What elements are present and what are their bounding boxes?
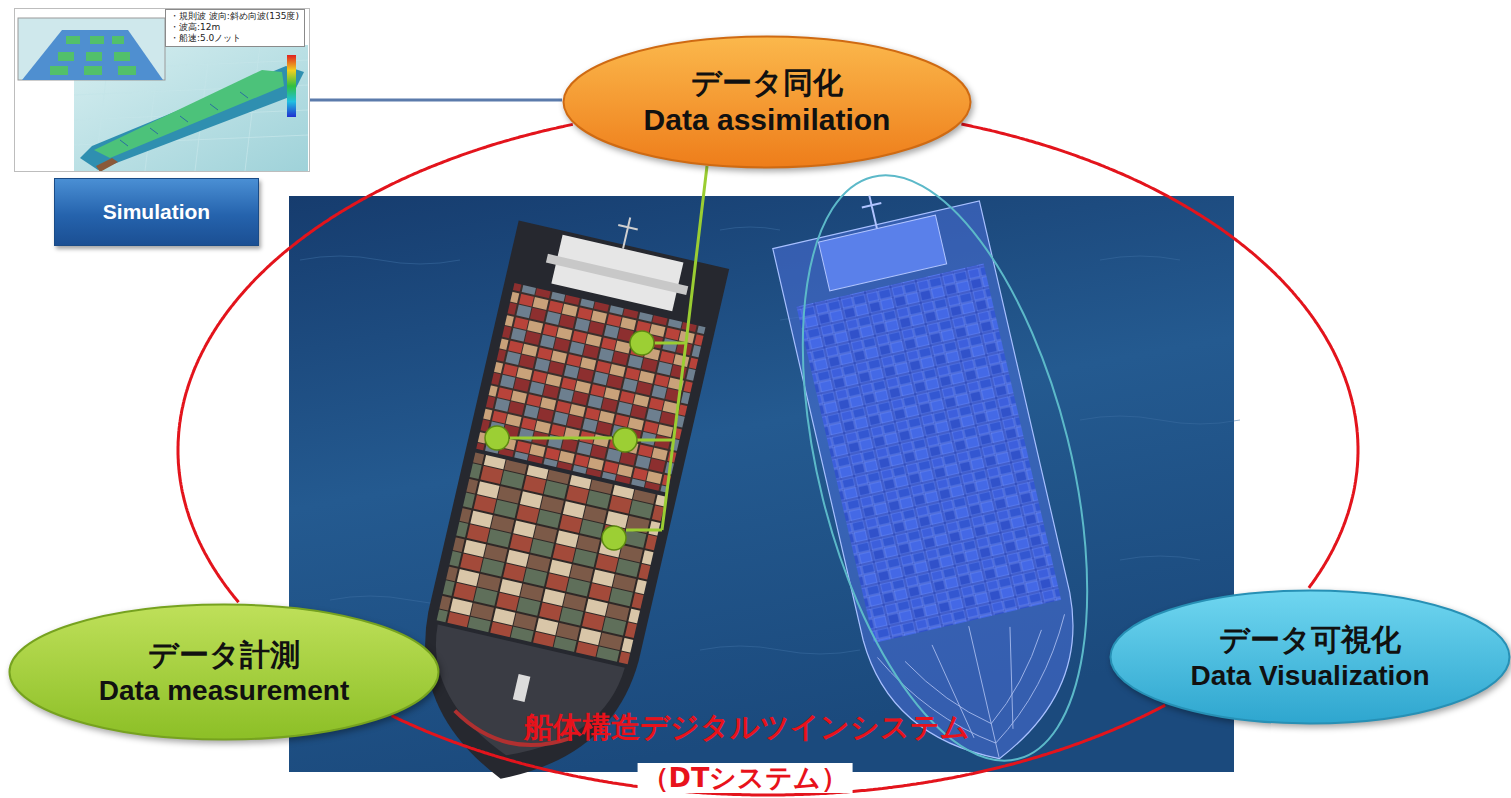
ellipse-shape <box>8 603 440 741</box>
button-label: Simulation <box>103 200 210 224</box>
condition-line: ・船速:5.0ノット <box>170 33 299 44</box>
simulation-panel: ・規則波 波向:斜め向波(135度)・波高:12m・船速:5.0ノット <box>14 8 310 172</box>
ellipse-subheading: Data measurement <box>99 673 350 707</box>
connector-line <box>310 99 562 102</box>
process-ellipse: データ同化Data assimilation <box>562 35 972 169</box>
process-ellipse: データ計測Data measurement <box>8 603 440 741</box>
ellipse-heading: データ計測 <box>148 637 300 674</box>
ellipse-outline <box>10 605 439 740</box>
condition-note: ・規則波 波向:斜め向波(135度)・波高:12m・船速:5.0ノット <box>165 9 305 47</box>
cycle-arc <box>961 124 1358 588</box>
ellipse-shape <box>562 35 972 169</box>
ellipse-shape <box>1109 589 1511 725</box>
ellipse-text-group: データ同化Data assimilation <box>644 65 891 138</box>
ellipse-heading: データ可視化 <box>1219 622 1401 659</box>
cycle-arc <box>392 705 1166 795</box>
button-text-group: Simulation <box>103 200 210 224</box>
ellipse-heading: データ同化 <box>691 65 843 102</box>
system-title: （DTシステム） <box>638 763 853 793</box>
ellipse-subheading: Data Visualization <box>1190 658 1429 692</box>
ellipse-text-group: データ可視化Data Visualization <box>1190 622 1429 693</box>
process-ellipse: データ可視化Data Visualization <box>1109 589 1511 725</box>
ellipse-outline <box>564 37 971 168</box>
simulation-button: Simulation <box>54 178 259 246</box>
ellipse-outline <box>1111 591 1510 724</box>
ellipse-subheading: Data assimilation <box>644 102 891 139</box>
ellipse-text-group: データ計測Data measurement <box>99 637 350 708</box>
system-title: 船体構造デジタルツインシステム <box>524 712 970 744</box>
condition-line: ・規則波 波向:斜め向波(135度) <box>170 11 299 22</box>
condition-line: ・波高:12m <box>170 22 299 33</box>
